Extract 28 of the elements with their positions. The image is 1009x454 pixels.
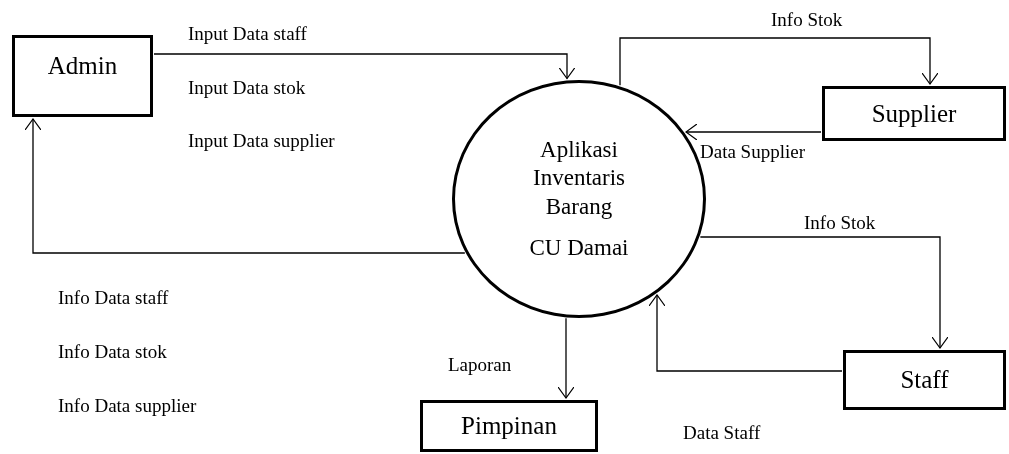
flow-label: Input Data supplier xyxy=(188,131,335,150)
entity-label: Supplier xyxy=(871,98,957,129)
edge-label: Data Staff xyxy=(683,423,761,442)
entity-box xyxy=(12,35,153,117)
edge-label: Info Stok xyxy=(804,213,876,232)
flow-label: Input Data stok xyxy=(188,78,306,97)
entity-box xyxy=(420,400,598,452)
flow-label: Info Data supplier xyxy=(58,396,197,415)
entity-label: Staff xyxy=(900,365,949,396)
entity-box xyxy=(822,86,1006,141)
arrow xyxy=(557,317,575,399)
process-label: CU Damai xyxy=(528,233,630,262)
process-label: Aplikasi Inventaris Barang xyxy=(532,135,626,221)
edge-label: Data Supplier xyxy=(700,142,805,161)
arrow xyxy=(619,37,939,87)
arrow xyxy=(685,123,822,141)
arrow xyxy=(153,53,576,80)
arrow xyxy=(648,294,843,372)
entity-label: Admin xyxy=(47,51,118,81)
flow-label: Info Data stok xyxy=(58,342,167,361)
flow-label: Input Data staff xyxy=(188,24,307,43)
edge-label: Laporan xyxy=(448,355,512,374)
flow-label: Info Data staff xyxy=(58,288,169,307)
arrow xyxy=(699,236,949,349)
edge-label: Info Stok xyxy=(771,10,843,29)
entity-box xyxy=(843,350,1006,410)
arrow xyxy=(24,118,466,254)
entity-label: Pimpinan xyxy=(461,411,557,442)
